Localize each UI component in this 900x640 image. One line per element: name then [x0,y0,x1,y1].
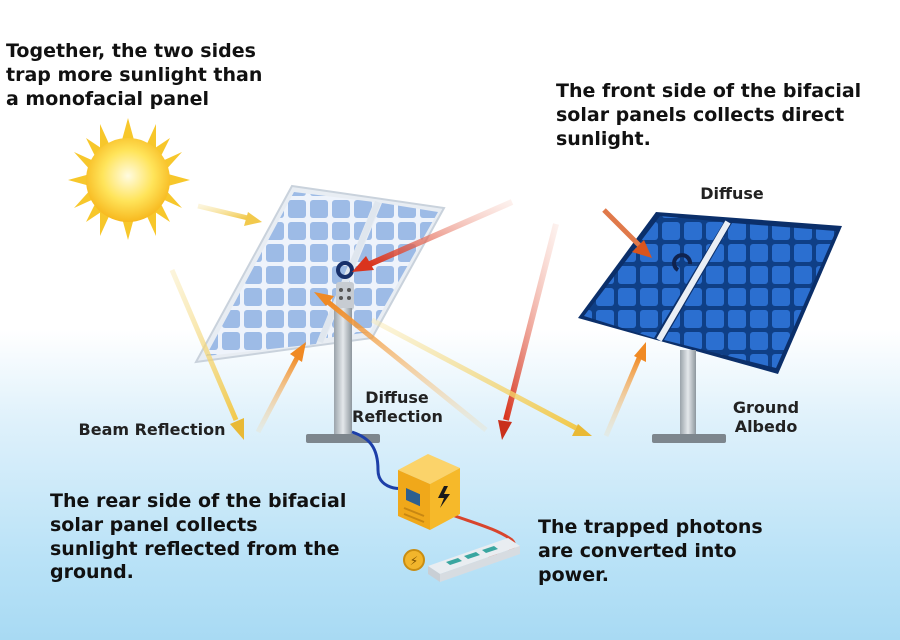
sun-icon [68,118,190,240]
front-side-caption: The front side of the bifacial solar pan… [556,80,862,150]
label-ground-albedo: Ground Albedo [732,398,800,437]
photons-caption: The trapped photons are converted into p… [538,516,763,586]
rear-side-caption: The rear side of the bifacial solar pane… [50,490,347,584]
inverter-icon [398,454,460,530]
label-diffuse: Diffuse [700,184,764,203]
power-strip-icon [428,538,520,582]
label-diffuse-reflection: Diffuse Reflection [352,388,443,427]
light-arrows [169,199,652,440]
together-caption: Together, the two sides trap more sunlig… [6,40,263,110]
right-solar-panel [578,212,842,374]
plug-icon: ⚡ [403,549,425,571]
right-panel-pole [652,350,726,443]
label-beam-reflection: Beam Reflection [78,420,226,439]
svg-text:⚡: ⚡ [410,554,418,568]
left-solar-panel [194,184,446,364]
